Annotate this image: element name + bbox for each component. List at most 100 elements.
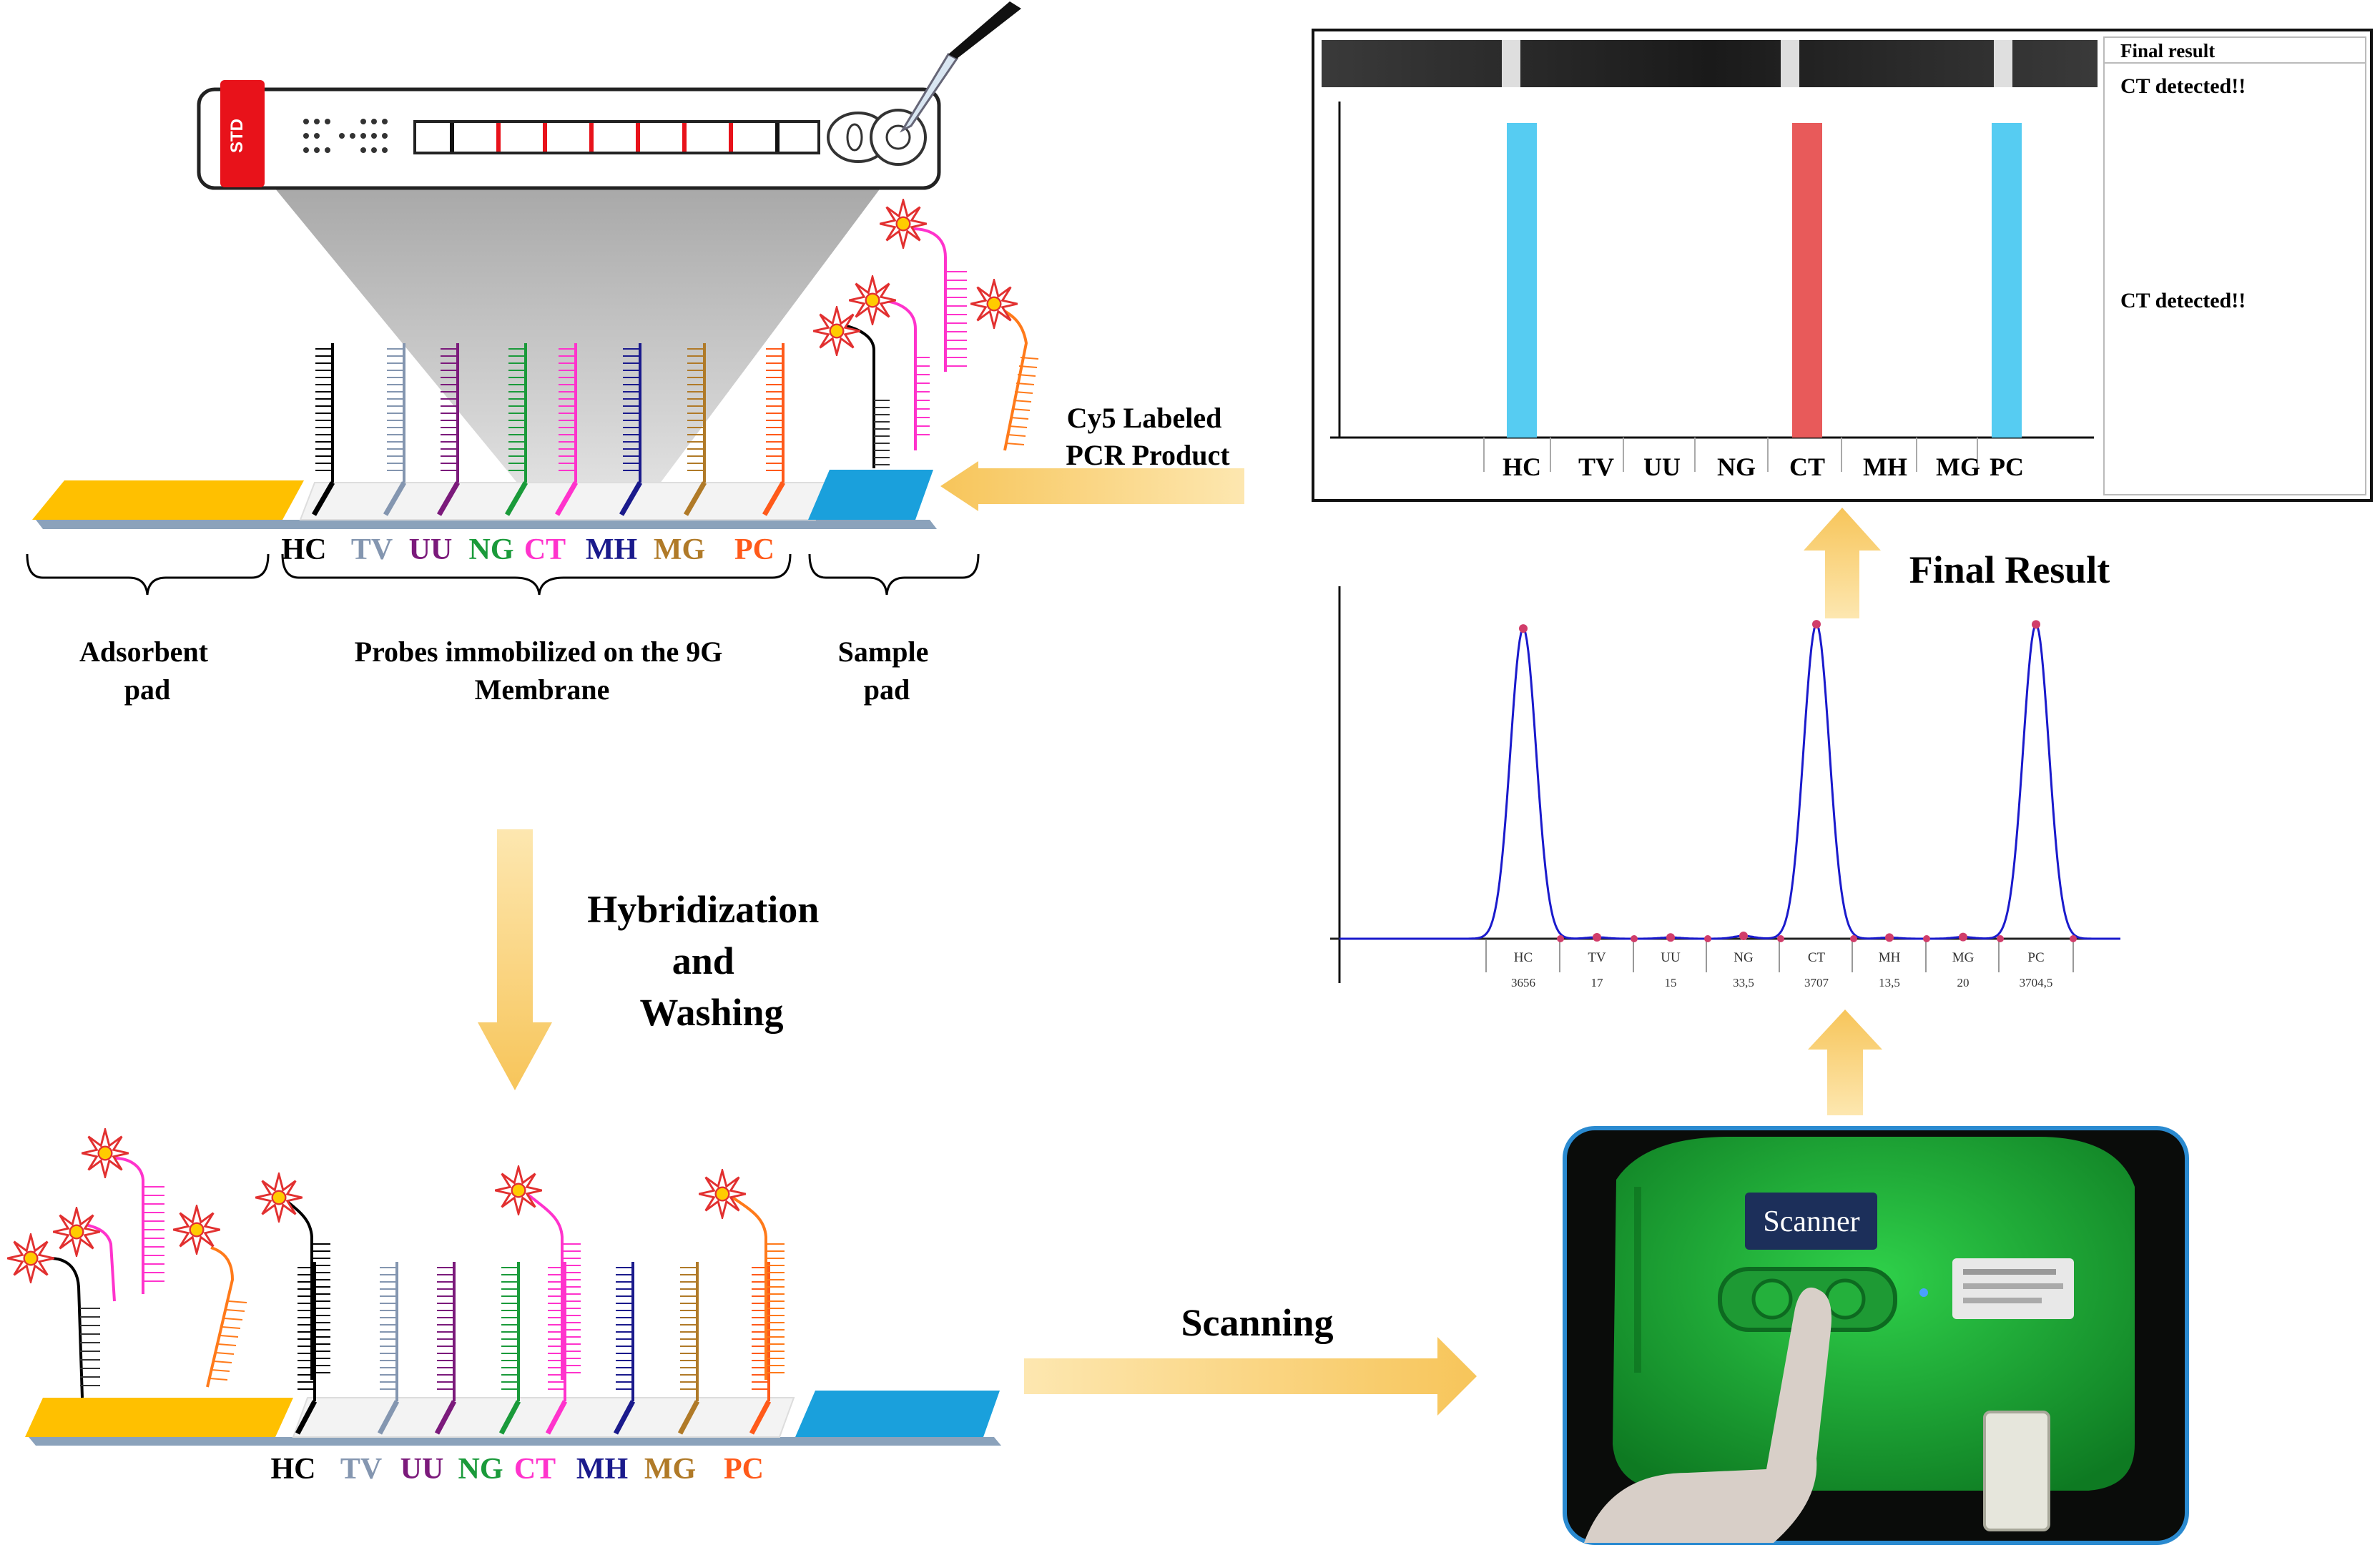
pad-braces — [26, 553, 980, 596]
probe-label-tv: TV — [340, 1453, 382, 1486]
probe-mh — [613, 1262, 636, 1435]
probe-label-pc: PC — [724, 1453, 764, 1486]
probe-hc — [311, 343, 335, 516]
value-label-ng: 33,5 — [1733, 976, 1754, 989]
std-badge — [220, 80, 265, 187]
probe-label-mh: MH — [586, 533, 637, 566]
result-bar-hc — [1507, 123, 1537, 438]
bar-category-ng: NG — [1717, 453, 1756, 481]
probe-label-pc: PC — [734, 533, 775, 566]
tick-label-mh: MH — [1879, 950, 1901, 965]
strip-scan-image — [1322, 40, 2098, 87]
probe-label-mh: MH — [576, 1453, 628, 1486]
scanner-label-plate — [1745, 1193, 1877, 1250]
bar-category-hc: HC — [1503, 453, 1541, 481]
peak-marker-mg — [1959, 932, 1967, 942]
valley-marker — [1777, 935, 1784, 942]
probes-membrane-label: Probes immobilized on the 9G Membrane — [355, 636, 730, 706]
probe-label-ct: CT — [514, 1453, 556, 1486]
scanner-label: Scanner — [1763, 1205, 1859, 1238]
result-bar-pc — [1992, 123, 2022, 438]
value-label-mh: 13,5 — [1879, 976, 1900, 989]
peak-marker-uu — [1666, 933, 1675, 942]
adsorbent-pad — [32, 480, 304, 520]
value-label-pc: 3704,5 — [2020, 976, 2053, 989]
probe-tv — [383, 343, 407, 516]
result-window — [413, 120, 820, 154]
bar-category-uu: UU — [1643, 453, 1681, 481]
final-result-arrow — [1804, 508, 1881, 618]
value-label-uu: 15 — [1665, 976, 1677, 989]
bar-category-ct: CT — [1789, 453, 1825, 481]
probe-label-mg: MG — [644, 1453, 696, 1486]
value-label-ct: 3707 — [1804, 976, 1829, 989]
strip-after-hybridization — [6, 1128, 1001, 1446]
tick-label-pc: PC — [2027, 950, 2044, 965]
valley-marker — [1923, 935, 1930, 942]
probe-pc — [762, 343, 786, 516]
hybridized-target — [254, 1173, 330, 1380]
magnification-cone — [272, 184, 883, 515]
result-heading: Final result — [2120, 40, 2215, 61]
strip-before-hybridization — [32, 343, 937, 529]
scanner-photo: Scanner — [1563, 1126, 2189, 1545]
probe-label-uu: UU — [409, 533, 453, 566]
valley-marker — [1557, 935, 1564, 942]
probe-mg — [683, 343, 707, 516]
result-text-box — [2103, 36, 2366, 495]
scan-to-graph-arrow — [1808, 1009, 1882, 1115]
tick-label-mg: MG — [1952, 950, 1975, 965]
hybridization-label: Hybridization and Washing — [587, 888, 829, 1034]
probe-label-ct: CT — [524, 533, 566, 566]
value-label-tv: 17 — [1591, 976, 1604, 989]
final-result-label: Final Result — [1909, 548, 2110, 591]
cy5-pcr-products-top — [812, 199, 1039, 468]
signal-curve — [1339, 622, 2120, 940]
result-line-1: CT detected!! — [2120, 74, 2246, 98]
valley-marker — [1704, 935, 1711, 942]
value-label-hc: 3656 — [1511, 976, 1535, 989]
test-cassette: STD — [197, 80, 941, 515]
bar-category-pc: PC — [1990, 453, 2024, 481]
hybridization-arrow — [478, 829, 552, 1090]
hybridized-target — [697, 1169, 785, 1380]
probe-labels-top: HC TV UU NG CT MH MG PC — [282, 533, 775, 566]
probe-label-hc: HC — [282, 533, 327, 566]
valley-marker — [1850, 935, 1857, 942]
probe-array — [311, 343, 786, 516]
tick-label-ct: CT — [1808, 950, 1826, 965]
probe-label-mg: MG — [654, 533, 705, 566]
std-badge-text: STD — [227, 119, 247, 153]
cy5-burst-icon — [697, 1169, 747, 1219]
probe-label-tv: TV — [351, 533, 393, 566]
probe-ng — [498, 1262, 521, 1435]
cy5-burst-icon — [493, 1165, 544, 1215]
cy5-arrow — [940, 461, 1244, 511]
probe-array-hybridized — [254, 1165, 785, 1435]
peak-marker-ct — [1812, 620, 1821, 629]
peak-marker-tv — [1593, 932, 1601, 942]
peak-marker-ng — [1739, 932, 1748, 941]
probe-label-uu: UU — [400, 1453, 444, 1486]
cy5-burst-icon — [254, 1173, 304, 1223]
inserted-strip — [1983, 1411, 2050, 1531]
vent-dots-icon — [303, 119, 388, 153]
result-bar-ct — [1792, 123, 1822, 438]
pipette-icon — [900, 1, 1021, 133]
tick-label-uu: UU — [1661, 950, 1681, 965]
adsorbent-pad-label: Adsorbent pad — [79, 636, 215, 706]
peak-marker-hc — [1519, 624, 1528, 633]
probe-ng — [504, 343, 528, 516]
probe-label-ng: NG — [458, 1453, 503, 1486]
probe-mh — [619, 343, 643, 516]
tick-label-ng: NG — [1734, 950, 1754, 965]
bar-category-tv: TV — [1578, 453, 1614, 481]
window-lines — [450, 123, 780, 152]
scanning-label: Scanning — [1181, 1301, 1333, 1344]
result-line-2: CT detected!! — [2120, 289, 2246, 312]
hybridized-target — [493, 1165, 581, 1380]
probe-label-ng: NG — [469, 533, 514, 566]
